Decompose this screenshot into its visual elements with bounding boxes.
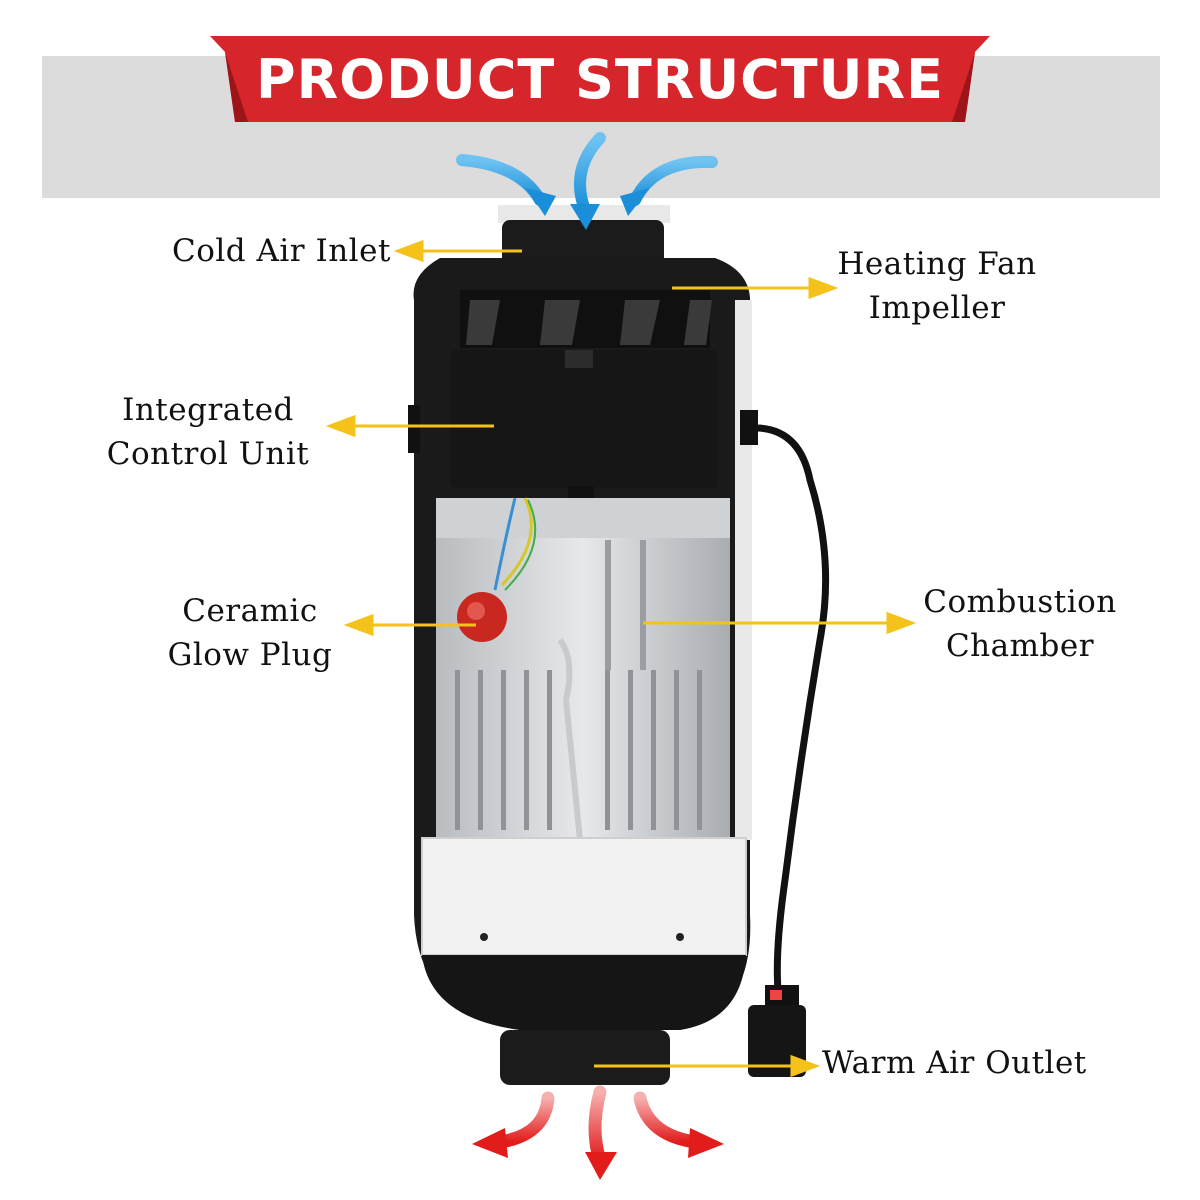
label-warm-air-outlet: Warm Air Outlet bbox=[822, 1045, 1087, 1081]
label-ceramic-glow-plug: Ceramic Glow Plug bbox=[160, 589, 340, 677]
label-integrated-control-unit: Integrated Control Unit bbox=[106, 388, 310, 476]
heater-unit-illustration bbox=[408, 205, 830, 1085]
warm-air-arrowheads bbox=[472, 1128, 724, 1180]
page-title: PRODUCT STRUCTURE bbox=[256, 48, 944, 111]
label-combustion-line2: Chamber bbox=[945, 628, 1095, 664]
label-combustion-chamber: Combustion Chamber bbox=[920, 580, 1120, 668]
label-heating-fan-line2: Impeller bbox=[868, 290, 1006, 326]
label-combustion-line1: Combustion bbox=[923, 584, 1117, 620]
warm-air-arrows bbox=[493, 1085, 702, 1167]
label-heating-fan-line1: Heating Fan bbox=[837, 246, 1037, 282]
cold-air-arrowheads bbox=[526, 188, 650, 230]
label-control-unit-line1: Integrated bbox=[122, 392, 294, 428]
label-control-unit-line2: Control Unit bbox=[106, 436, 310, 472]
label-glow-plug-line2: Glow Plug bbox=[167, 637, 333, 673]
label-glow-plug-line1: Ceramic bbox=[182, 593, 318, 629]
title-banner bbox=[210, 36, 990, 122]
callout-arrows bbox=[325, 239, 917, 1078]
label-cold-air-inlet: Cold Air Inlet bbox=[172, 233, 391, 269]
label-heating-fan-impeller: Heating Fan Impeller bbox=[832, 242, 1042, 330]
cold-air-arrows bbox=[456, 132, 718, 216]
